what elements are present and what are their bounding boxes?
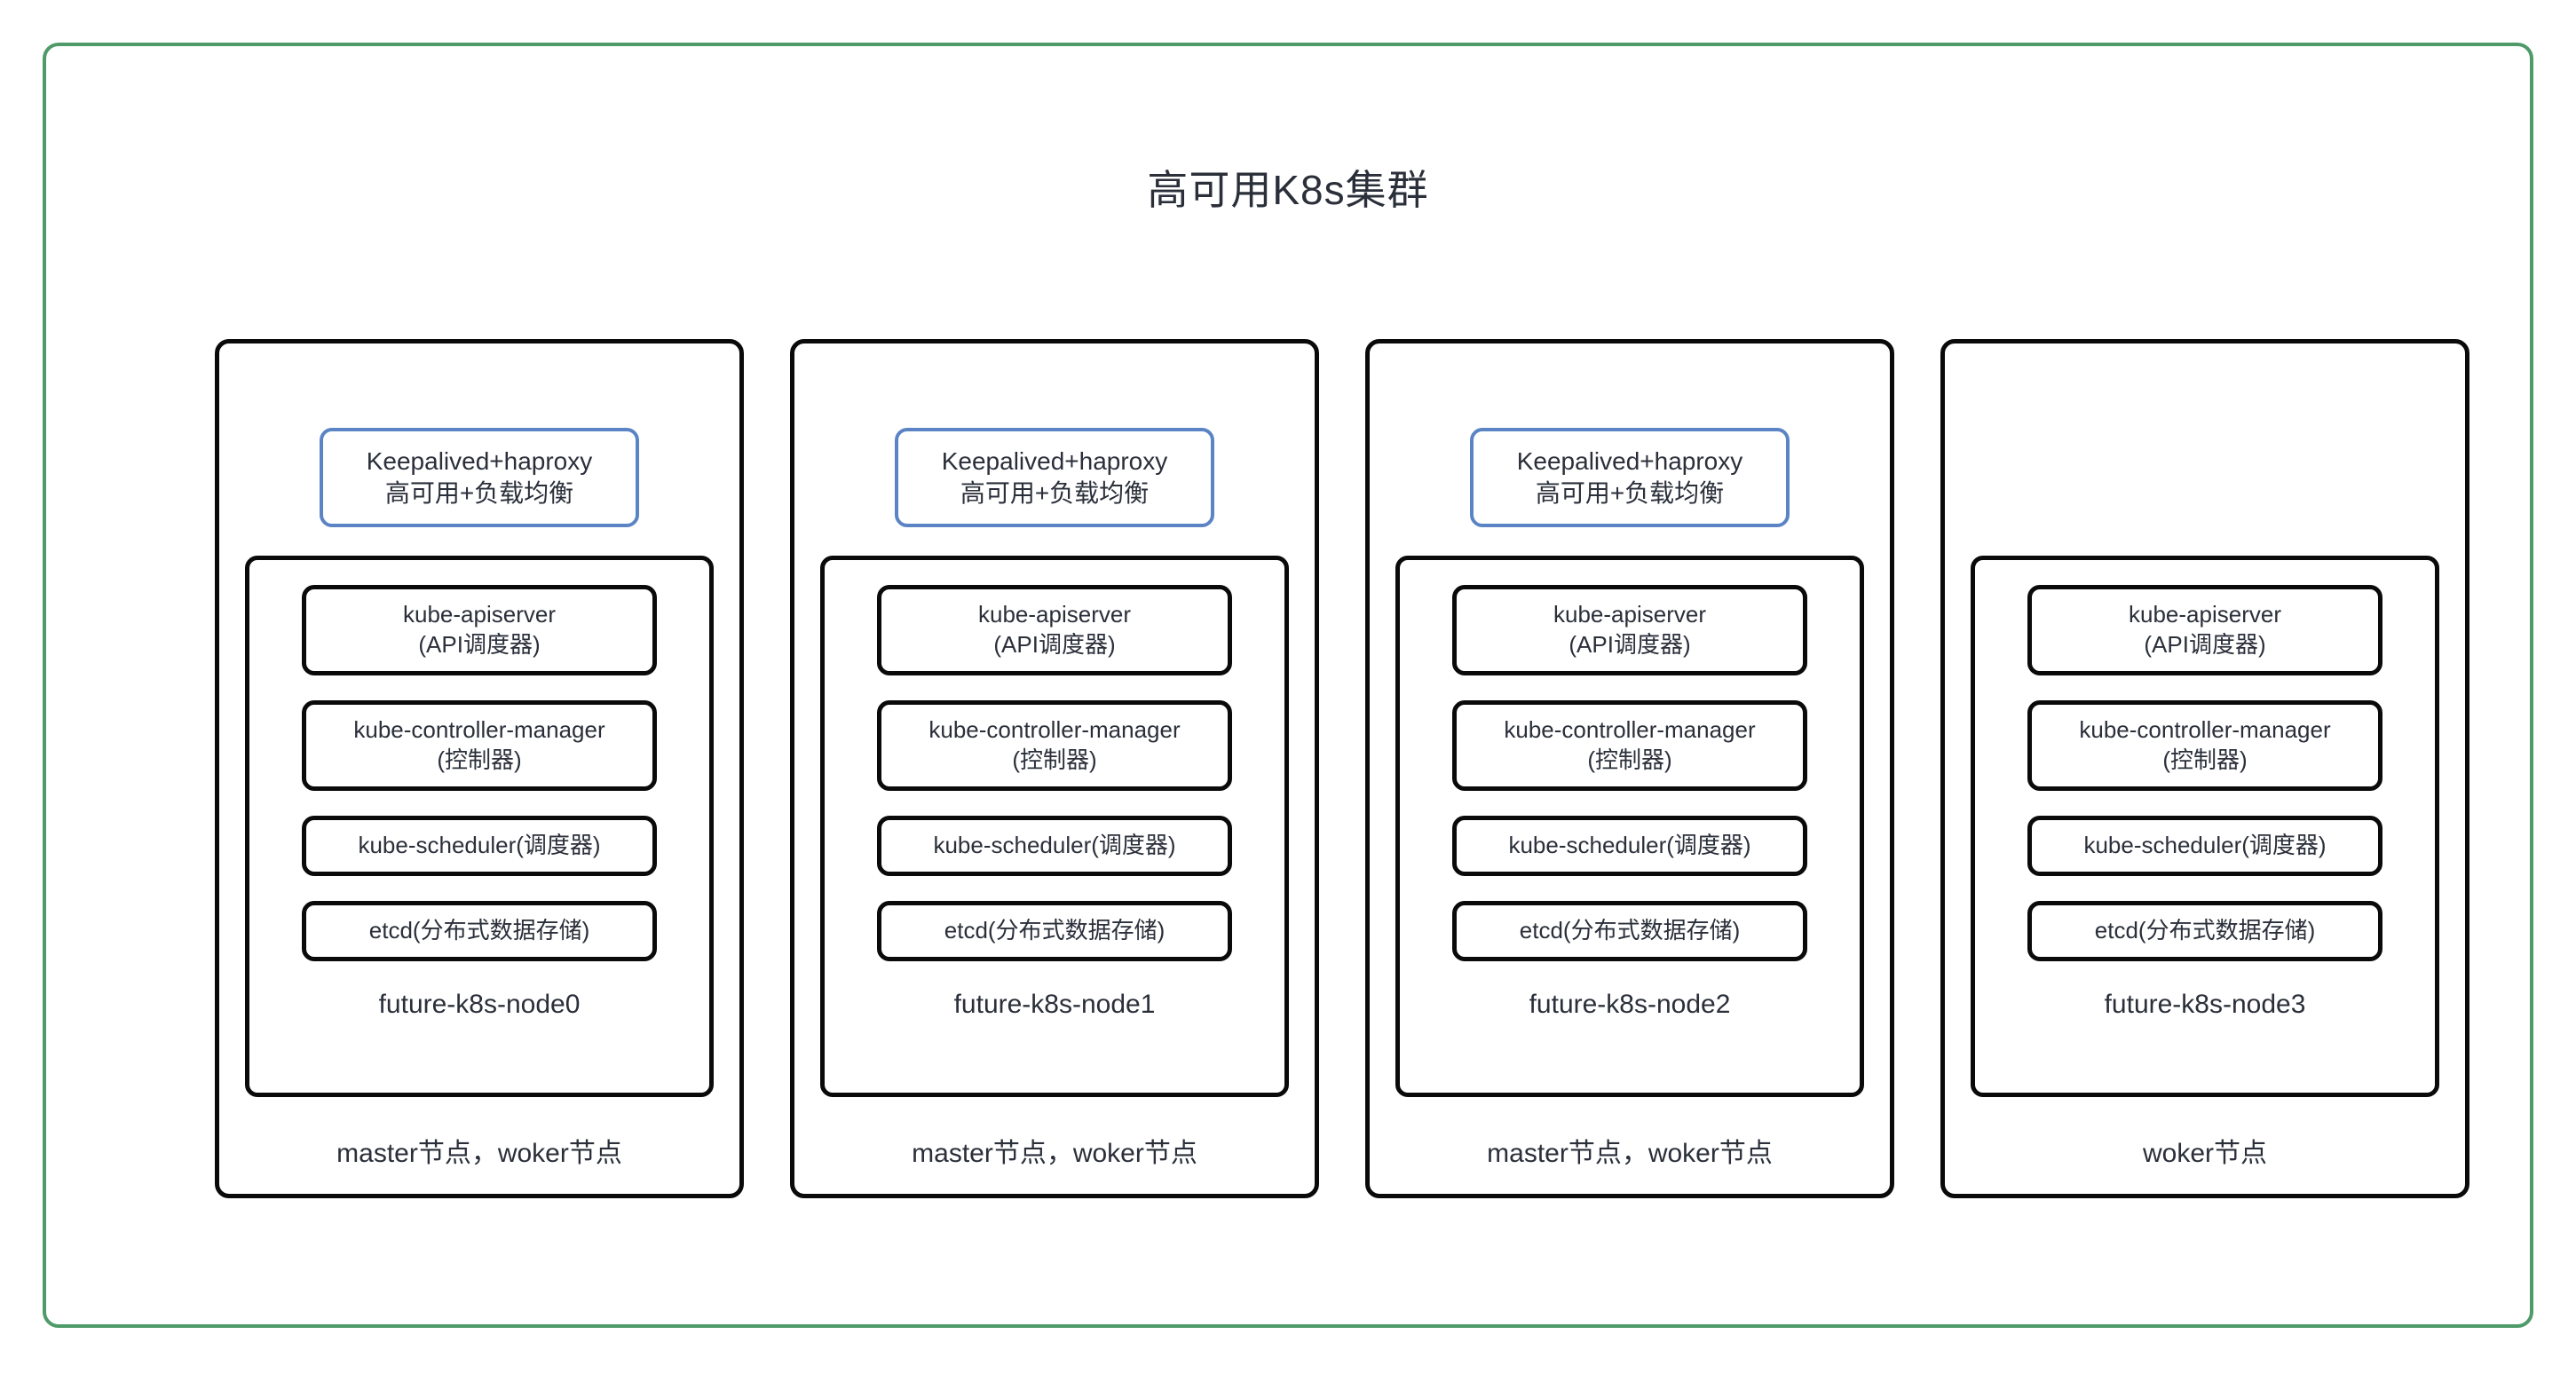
master-components-box-0: kube-apiserver (API调度器) kube-controller-… [245, 556, 714, 1097]
component-kube-apiserver[interactable]: kube-apiserver (API调度器) [1452, 585, 1807, 675]
node-hostname: future-k8s-node3 [2104, 990, 2306, 1019]
component-kube-controller-manager[interactable]: kube-controller-manager (控制器) [1452, 700, 1807, 791]
component-kube-apiserver[interactable]: kube-apiserver (API调度器) [2027, 585, 2382, 675]
component-kube-controller-manager[interactable]: kube-controller-manager (控制器) [877, 700, 1232, 791]
ha-box-1[interactable]: Keepalived+haproxy 高可用+负载均衡 [895, 428, 1214, 527]
ha-subtitle-line: 高可用+负载均衡 [960, 479, 1150, 507]
component-kube-scheduler[interactable]: kube-scheduler(调度器) [2027, 816, 2382, 876]
node-card-2[interactable]: Keepalived+haproxy 高可用+负载均衡 kube-apiserv… [1365, 339, 1894, 1198]
ha-box-0[interactable]: Keepalived+haproxy 高可用+负载均衡 [320, 428, 639, 527]
node-card-0[interactable]: Keepalived+haproxy 高可用+负载均衡 kube-apiserv… [215, 339, 744, 1198]
component-etcd[interactable]: etcd(分布式数据存储) [877, 901, 1232, 961]
node-hostname: future-k8s-node1 [953, 990, 1156, 1019]
component-kube-scheduler[interactable]: kube-scheduler(调度器) [302, 816, 657, 876]
component-etcd[interactable]: etcd(分布式数据存储) [1452, 901, 1807, 961]
component-name: etcd(分布式数据存储) [368, 917, 590, 944]
component-name: kube-apiserver [403, 601, 556, 628]
cluster-frame: 高可用K8s集群 Keepalived+haproxy 高可用+负载均衡 kub… [43, 43, 2533, 1328]
component-desc: (控制器) [1012, 746, 1097, 773]
node-hostname: future-k8s-node2 [1529, 990, 1731, 1019]
component-name: etcd(分布式数据存储) [1519, 917, 1741, 944]
component-desc: (API调度器) [993, 631, 1116, 658]
component-name: kube-controller-manager [2079, 716, 2331, 744]
node-card-3[interactable]: kube-apiserver (API调度器) kube-controller-… [1940, 339, 2469, 1198]
ha-box-placeholder [2045, 428, 2365, 527]
component-name: kube-apiserver [978, 601, 1131, 628]
ha-box-2[interactable]: Keepalived+haproxy 高可用+负载均衡 [1470, 428, 1790, 527]
component-name: kube-scheduler(调度器) [933, 832, 1176, 859]
component-etcd[interactable]: etcd(分布式数据存储) [2027, 901, 2382, 961]
component-name: kube-controller-manager [353, 716, 605, 744]
node-hostname: future-k8s-node0 [378, 990, 581, 1019]
component-desc: (控制器) [2162, 746, 2248, 773]
node-role-label: woker节点 [2142, 1139, 2268, 1168]
component-name: etcd(分布式数据存储) [944, 917, 1166, 944]
page-title: 高可用K8s集群 [1147, 167, 1429, 213]
component-name: kube-scheduler(调度器) [2083, 832, 2327, 859]
component-name: etcd(分布式数据存储) [2094, 917, 2316, 944]
component-kube-scheduler[interactable]: kube-scheduler(调度器) [1452, 816, 1807, 876]
component-desc: (API调度器) [418, 631, 541, 658]
component-desc: (API调度器) [1569, 631, 1691, 658]
component-kube-scheduler[interactable]: kube-scheduler(调度器) [877, 816, 1232, 876]
component-kube-controller-manager[interactable]: kube-controller-manager (控制器) [2027, 700, 2382, 791]
component-name: kube-scheduler(调度器) [358, 832, 601, 859]
node-role-label: master节点，woker节点 [912, 1139, 1197, 1168]
component-etcd[interactable]: etcd(分布式数据存储) [302, 901, 657, 961]
ha-title-line: Keepalived+haproxy [366, 447, 593, 476]
node-role-label: master节点，woker节点 [336, 1139, 622, 1168]
component-name: kube-apiserver [1553, 601, 1706, 628]
nodes-row: Keepalived+haproxy 高可用+负载均衡 kube-apiserv… [215, 339, 2469, 1198]
component-kube-apiserver[interactable]: kube-apiserver (API调度器) [877, 585, 1232, 675]
component-kube-apiserver[interactable]: kube-apiserver (API调度器) [302, 585, 657, 675]
component-name: kube-controller-manager [928, 716, 1181, 744]
master-components-box-3: kube-apiserver (API调度器) kube-controller-… [1971, 556, 2439, 1097]
component-desc: (控制器) [1587, 746, 1672, 773]
component-name: kube-controller-manager [1504, 716, 1756, 744]
ha-title-line: Keepalived+haproxy [941, 447, 1168, 476]
component-name: kube-apiserver [2129, 601, 2281, 628]
node-role-label: master节点，woker节点 [1487, 1139, 1773, 1168]
master-components-box-2: kube-apiserver (API调度器) kube-controller-… [1395, 556, 1864, 1097]
component-kube-controller-manager[interactable]: kube-controller-manager (控制器) [302, 700, 657, 791]
ha-subtitle-line: 高可用+负载均衡 [384, 479, 574, 507]
ha-title-line: Keepalived+haproxy [1516, 447, 1743, 476]
master-components-box-1: kube-apiserver (API调度器) kube-controller-… [820, 556, 1289, 1097]
ha-subtitle-line: 高可用+负载均衡 [1535, 479, 1725, 507]
component-name: kube-scheduler(调度器) [1508, 832, 1751, 859]
node-card-1[interactable]: Keepalived+haproxy 高可用+负载均衡 kube-apiserv… [790, 339, 1319, 1198]
component-desc: (控制器) [437, 746, 522, 773]
component-desc: (API调度器) [2144, 631, 2266, 658]
